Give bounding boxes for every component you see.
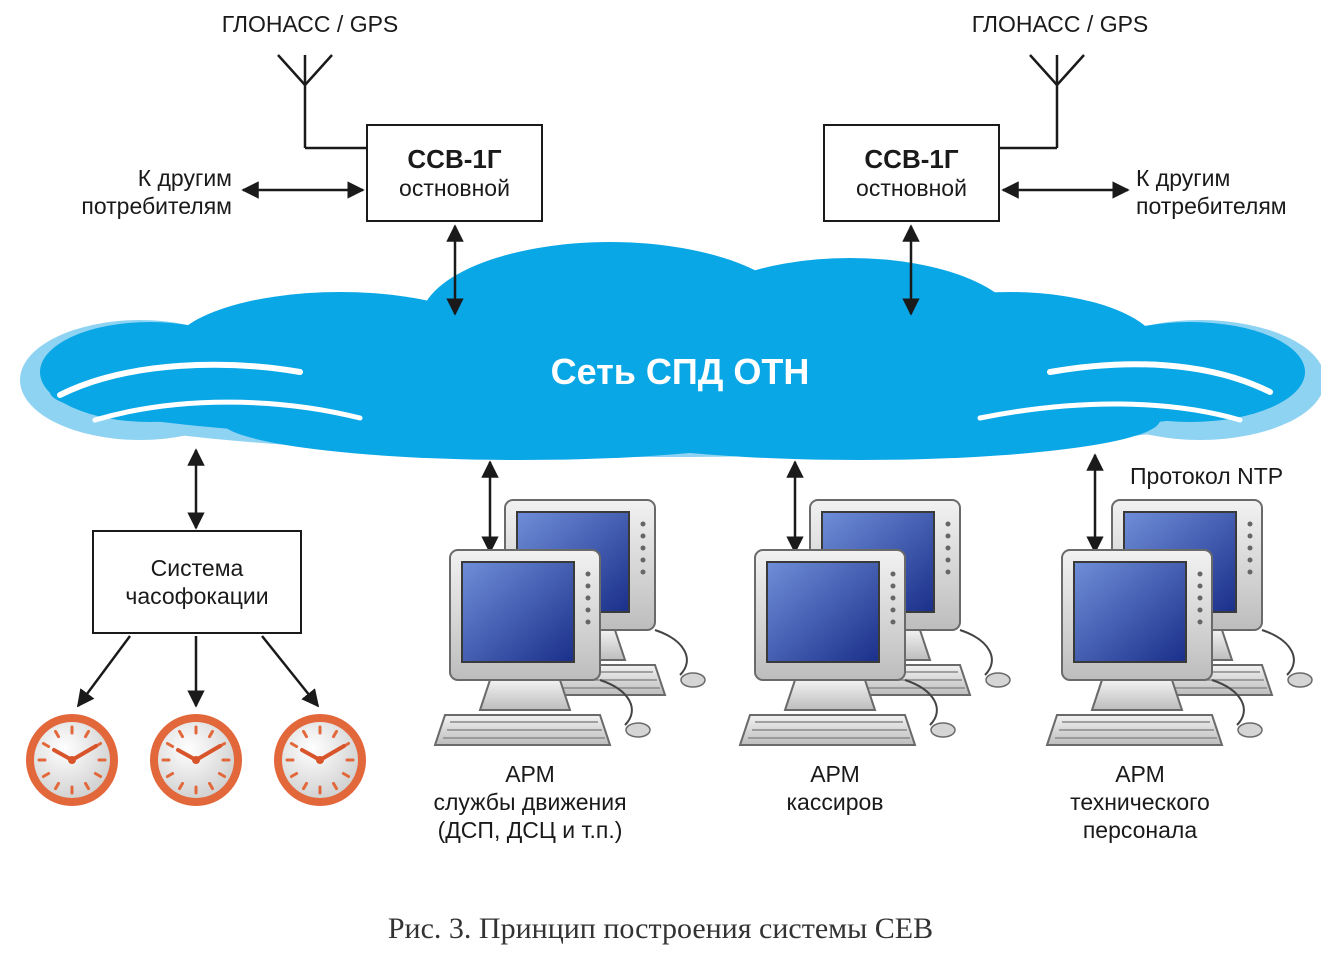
workstation-3-line2: технического xyxy=(1070,789,1210,815)
workstation-1-line1: АРМ xyxy=(505,761,555,787)
consumers-right-line1: К другим xyxy=(1136,165,1231,191)
network-label: Сеть СПД ОТН xyxy=(550,351,810,392)
server-left-title: ССВ-1Г xyxy=(407,144,502,174)
server-right-title: ССВ-1Г xyxy=(864,144,959,174)
consumers-right-label: К другим потребителям xyxy=(1136,164,1321,220)
server-left-subtitle: остновной xyxy=(399,175,510,201)
consumers-left-label: К другим потребителям xyxy=(40,164,232,220)
workstation-3-label: АРМ технического персонала xyxy=(1010,760,1270,844)
arrow-clock-1 xyxy=(76,635,132,708)
antenna-right-label: ГЛОНАСС / GPS xyxy=(971,11,1149,37)
network-cloud xyxy=(20,242,1321,460)
server-right-box: ССВ-1Г остновной xyxy=(823,124,1000,222)
workstation-1-computer-icon xyxy=(434,499,706,746)
workstation-3-computer-icon xyxy=(1046,499,1313,746)
workstation-2-line1: АРМ xyxy=(810,761,860,787)
clock-system-box: Система часофокации xyxy=(92,530,302,634)
consumers-left-line1: К другим xyxy=(137,165,232,191)
workstation-3-line1: АРМ xyxy=(1115,761,1165,787)
workstation-1-line3: (ДСП, ДСЦ и т.п.) xyxy=(437,817,623,843)
workstation-2-computer-icon xyxy=(739,499,1011,746)
workstation-2-line2: кассиров xyxy=(786,789,884,815)
workstation-2-label: АРМ кассиров xyxy=(705,760,965,816)
server-right-subtitle: остновной xyxy=(856,175,967,201)
antenna-right-icon xyxy=(1000,54,1085,150)
clock-system-line1: Система xyxy=(150,555,244,581)
workstation-1-line2: службы движения xyxy=(433,789,627,815)
clock-system-line2: часофокации xyxy=(125,583,269,609)
workstation-1-label: АРМ службы движения (ДСП, ДСЦ и т.п.) xyxy=(400,760,660,844)
figure-caption: Рис. 3. Принцип построения системы СЕВ xyxy=(387,912,934,945)
workstation-3-line3: персонала xyxy=(1082,817,1198,843)
protocol-label: Протокол NTP xyxy=(1130,463,1284,489)
clock-icon xyxy=(272,712,368,808)
server-left-box: ССВ-1Г остновной xyxy=(366,124,543,222)
arrow-clock-3 xyxy=(261,635,320,708)
clock-icon xyxy=(148,712,244,808)
antenna-left-label: ГЛОНАСС / GPS xyxy=(221,11,399,37)
consumers-right-line2: потребителям xyxy=(1136,193,1287,219)
clock-icon xyxy=(24,712,120,808)
antenna-left-icon xyxy=(277,54,366,150)
consumers-left-line2: потребителям xyxy=(81,193,232,219)
